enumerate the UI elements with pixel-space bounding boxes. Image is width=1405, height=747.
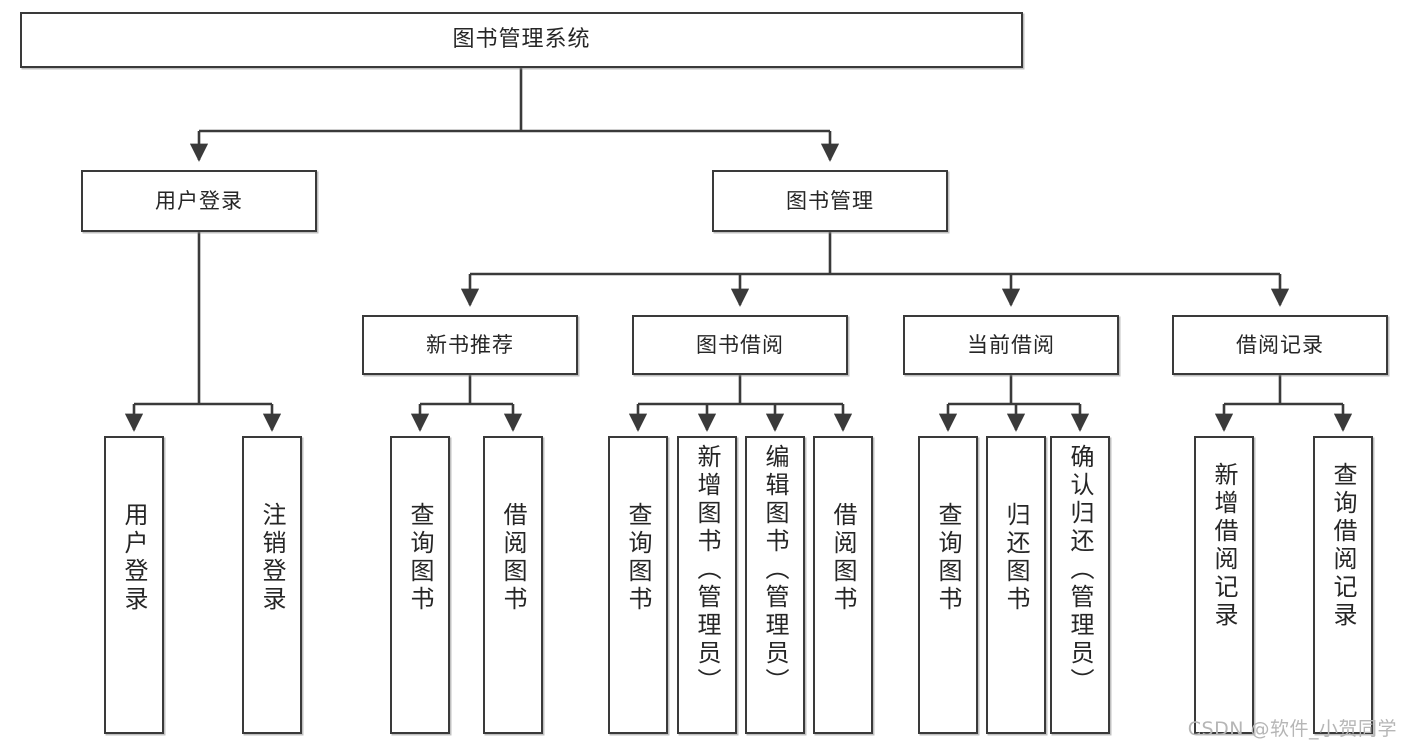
node-leaf-confirm-return-label: 确认归还（管理员） — [1066, 444, 1094, 696]
node-new-book-rec-label: 新书推荐 — [426, 332, 514, 357]
node-leaf-return-book-label: 归还图书 — [1002, 502, 1030, 614]
node-leaf-query-book-1-label: 查询图书 — [406, 502, 434, 614]
node-current-borrow[interactable]: 当前借阅 — [903, 315, 1119, 375]
node-leaf-user-logout[interactable]: 注销登录 — [242, 436, 302, 734]
node-leaf-edit-book[interactable]: 编辑图书（管理员） — [745, 436, 805, 734]
node-leaf-user-login-label: 用户登录 — [120, 502, 148, 614]
node-borrow-record-label: 借阅记录 — [1236, 332, 1324, 357]
node-leaf-query-book-2[interactable]: 查询图书 — [608, 436, 668, 734]
node-book-borrow[interactable]: 图书借阅 — [632, 315, 848, 375]
node-leaf-user-logout-label: 注销登录 — [258, 502, 286, 614]
csdn-watermark: CSDN @软件_小贺同学 — [1187, 718, 1397, 740]
node-leaf-add-record-label: 新增借阅记录 — [1210, 462, 1238, 630]
node-leaf-query-record[interactable]: 查询借阅记录 — [1313, 436, 1373, 734]
node-leaf-borrow-book-1[interactable]: 借阅图书 — [483, 436, 543, 734]
node-leaf-query-book-3[interactable]: 查询图书 — [918, 436, 978, 734]
node-current-borrow-label: 当前借阅 — [967, 332, 1055, 357]
node-new-book-rec[interactable]: 新书推荐 — [362, 315, 578, 375]
node-leaf-edit-book-label: 编辑图书（管理员） — [761, 444, 789, 696]
node-root[interactable]: 图书管理系统 — [20, 12, 1023, 68]
node-book-borrow-label: 图书借阅 — [696, 332, 784, 357]
node-leaf-query-book-3-label: 查询图书 — [934, 502, 962, 614]
node-leaf-borrow-book-2[interactable]: 借阅图书 — [813, 436, 873, 734]
node-leaf-user-login[interactable]: 用户登录 — [104, 436, 164, 734]
node-leaf-confirm-return[interactable]: 确认归还（管理员） — [1050, 436, 1110, 734]
node-user-login[interactable]: 用户登录 — [81, 170, 317, 232]
node-leaf-add-book-label: 新增图书（管理员） — [693, 444, 721, 696]
node-leaf-return-book[interactable]: 归还图书 — [986, 436, 1046, 734]
node-leaf-add-book[interactable]: 新增图书（管理员） — [677, 436, 737, 734]
node-leaf-query-book-2-label: 查询图书 — [624, 502, 652, 614]
node-leaf-borrow-book-1-label: 借阅图书 — [499, 502, 527, 614]
node-user-login-label: 用户登录 — [155, 188, 243, 213]
node-book-manage[interactable]: 图书管理 — [712, 170, 948, 232]
node-borrow-record[interactable]: 借阅记录 — [1172, 315, 1388, 375]
node-leaf-query-book-1[interactable]: 查询图书 — [390, 436, 450, 734]
node-book-manage-label: 图书管理 — [786, 188, 874, 213]
node-root-label: 图书管理系统 — [452, 27, 591, 53]
node-leaf-borrow-book-2-label: 借阅图书 — [829, 502, 857, 614]
node-leaf-query-record-label: 查询借阅记录 — [1329, 462, 1357, 630]
node-leaf-add-record[interactable]: 新增借阅记录 — [1194, 436, 1254, 734]
